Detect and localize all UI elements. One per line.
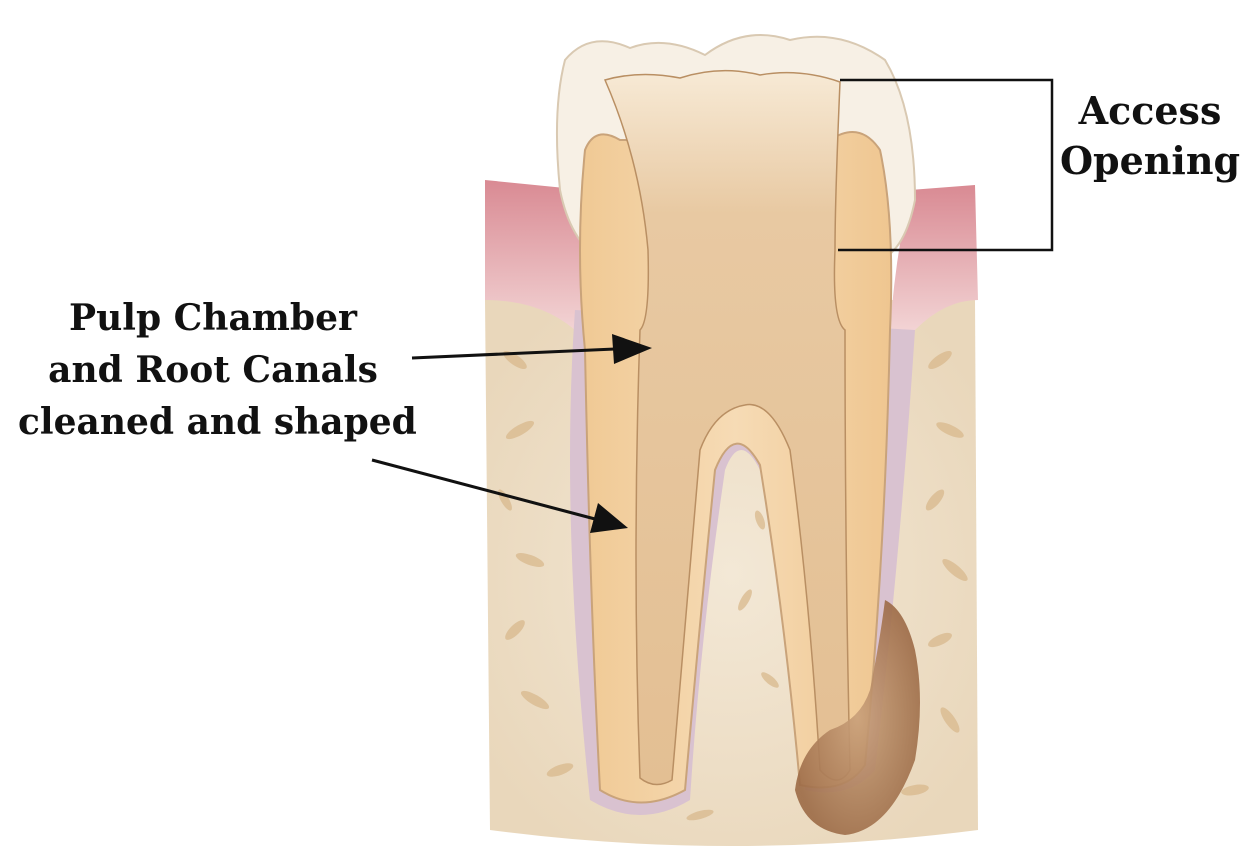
pulp-chamber-label: Pulp Chamber and Root Canals cleaned and…: [18, 292, 408, 448]
pulp-chamber-line-2: and Root Canals: [18, 344, 408, 396]
access-opening-line-2: Opening: [1050, 136, 1250, 186]
pulp-chamber-line-1: Pulp Chamber: [18, 292, 408, 344]
pulp-chamber-line-3: cleaned and shaped: [18, 396, 408, 448]
access-opening-label: Access Opening: [1050, 86, 1250, 186]
access-opening-line-1: Access: [1050, 86, 1250, 136]
